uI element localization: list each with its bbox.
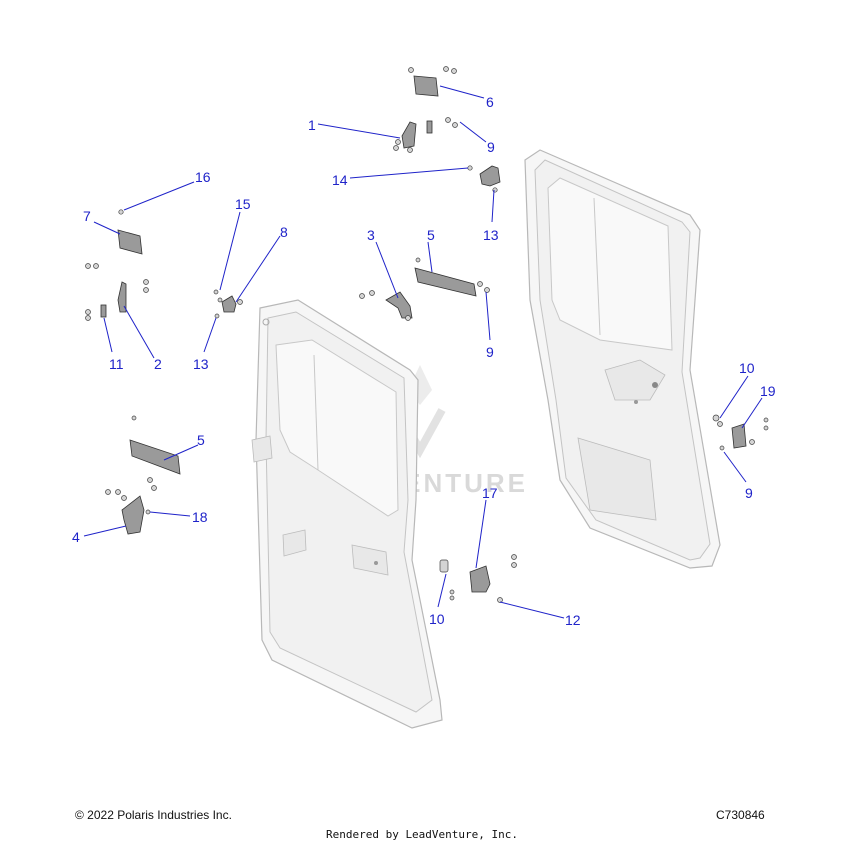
callout-4: 4 — [72, 529, 80, 545]
callout-labels: 1 2 3 4 5 5 6 7 8 9 9 9 10 10 11 12 13 1… — [72, 94, 776, 628]
part-5-strap-lower — [129, 415, 181, 491]
callout-8: 8 — [280, 224, 288, 240]
callout-6: 6 — [486, 94, 494, 110]
part-14-hinge — [467, 165, 501, 193]
callout-13-left: 13 — [193, 356, 209, 372]
part-6-hinge-bracket — [408, 66, 457, 97]
callout-5-upper: 5 — [427, 227, 435, 243]
callout-10-lower: 10 — [429, 611, 445, 627]
callout-13-right: 13 — [483, 227, 499, 243]
rear-door-panel — [524, 149, 721, 569]
callout-15: 15 — [235, 196, 251, 212]
callout-14: 14 — [332, 172, 348, 188]
part-10-pin-lower — [439, 559, 455, 601]
callout-19: 19 — [760, 383, 776, 399]
part-5-strap-upper — [414, 257, 490, 297]
part-7-bracket — [85, 209, 143, 269]
callout-18: 18 — [192, 509, 208, 525]
callout-5-lower: 5 — [197, 432, 205, 448]
part-4-hinge — [105, 489, 151, 535]
copyright-text: © 2022 Polaris Industries Inc. — [75, 808, 232, 822]
part-2-hinge — [117, 279, 149, 313]
part-3-hinge — [359, 290, 413, 321]
callout-17: 17 — [482, 485, 498, 501]
callout-9-right: 9 — [745, 485, 753, 501]
callout-10-right: 10 — [739, 360, 755, 376]
drawing-code: C730846 — [716, 808, 765, 822]
leader-lines — [83, 85, 763, 619]
callout-9-top: 9 — [487, 139, 495, 155]
callout-16: 16 — [195, 169, 211, 185]
part-11-pin — [85, 304, 107, 321]
callout-7: 7 — [83, 208, 91, 224]
part-8-hinge — [213, 289, 243, 319]
callout-3: 3 — [367, 227, 375, 243]
part-1-hinge — [393, 117, 458, 153]
callout-2: 2 — [154, 356, 162, 372]
rendered-by-text: Rendered by LeadVenture, Inc. — [325, 828, 519, 841]
callout-1: 1 — [308, 117, 316, 133]
callout-12: 12 — [565, 612, 581, 628]
part-19-hinge — [712, 414, 769, 451]
front-door-panel — [251, 299, 443, 729]
callout-9-middle: 9 — [486, 344, 494, 360]
callout-11: 11 — [109, 356, 124, 372]
